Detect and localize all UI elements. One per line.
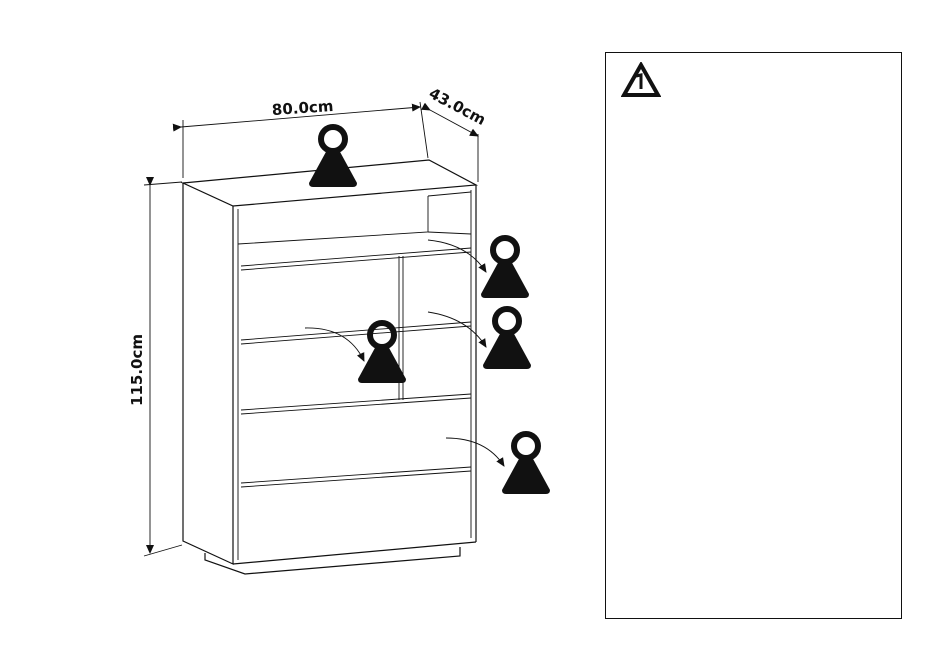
drawer-weight-group-3 — [428, 309, 531, 369]
drawer-weight-group-2 — [305, 323, 406, 383]
depth-dimension: 43.0cm — [426, 84, 489, 182]
width-label: 80.0cm — [271, 97, 334, 119]
dresser-body — [183, 160, 476, 574]
warning-panel — [605, 52, 902, 619]
height-label: 115.0cm — [128, 334, 146, 406]
top-weight-limit-icon — [309, 127, 357, 187]
height-dimension: 115.0cm — [128, 182, 182, 556]
depth-label: 43.0cm — [426, 84, 489, 129]
weight-limit-icon — [483, 309, 531, 369]
width-dimension: 80.0cm — [181, 97, 428, 178]
weight-limit-icon — [502, 434, 550, 494]
drawer-weight-group-1 — [428, 238, 529, 298]
drawer-weight-group-4 — [446, 434, 550, 494]
warning-triangle-icon — [621, 62, 661, 98]
weight-limit-icon — [481, 238, 529, 298]
